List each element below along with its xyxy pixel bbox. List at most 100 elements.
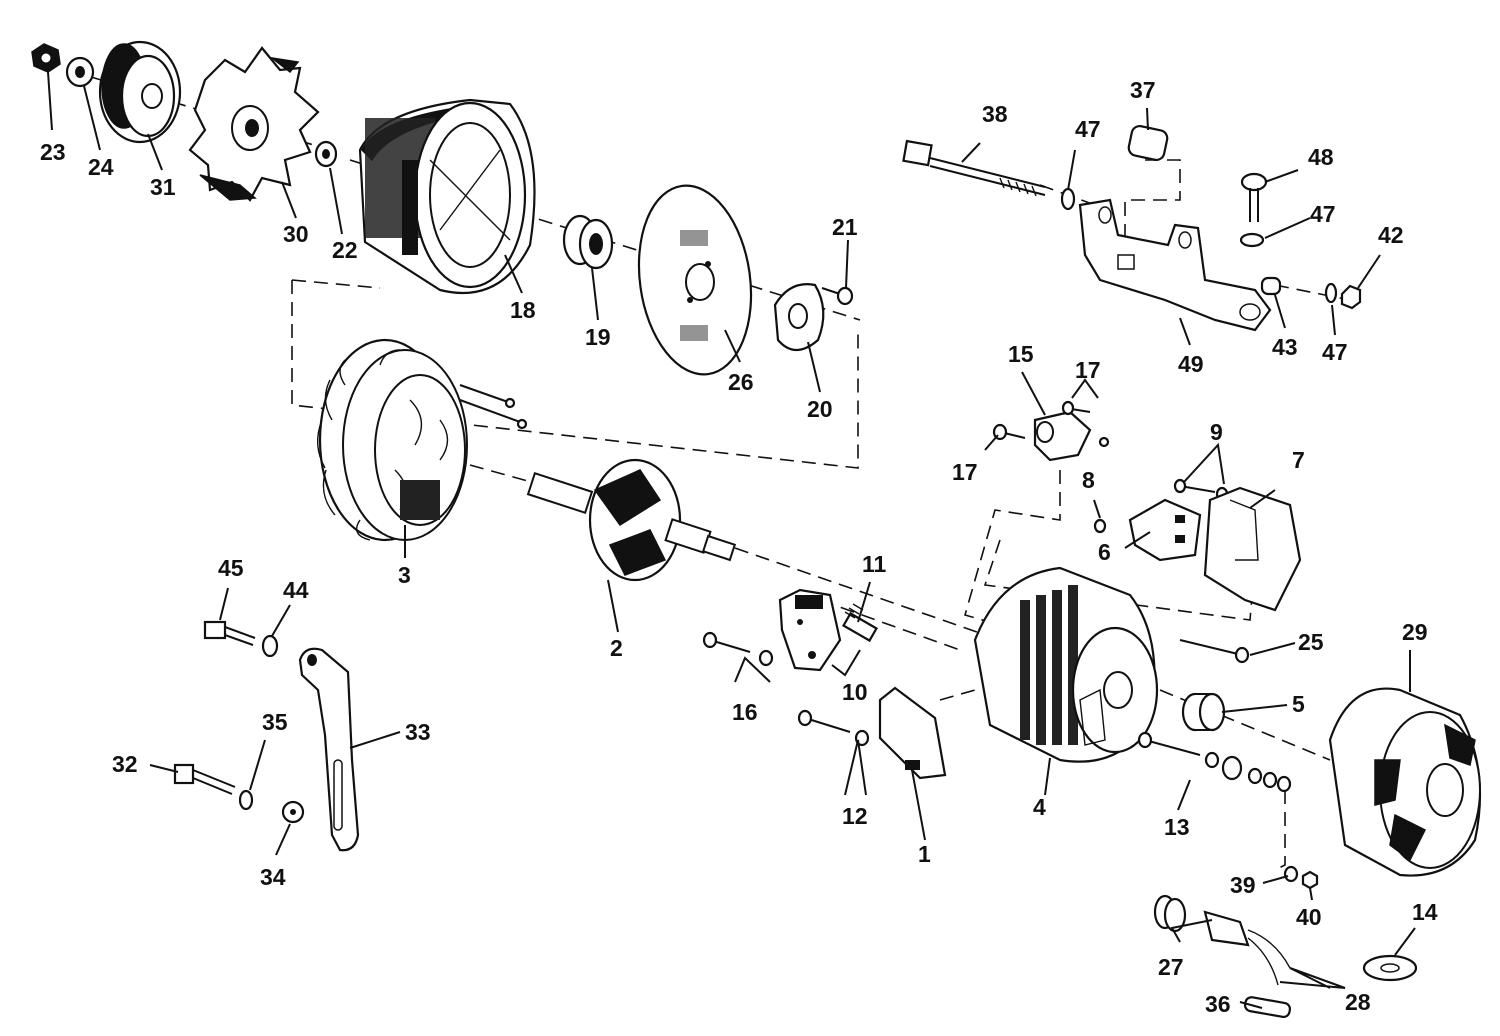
callout-17-left: 17 [952, 459, 978, 485]
screw-8 [1093, 518, 1107, 534]
callout-47-mid: 47 [1310, 201, 1336, 227]
bearing-plate-20 [773, 283, 825, 352]
end-frame-29 [1328, 687, 1482, 877]
callout-5: 5 [1292, 691, 1305, 717]
leader-lines [47, 71, 1416, 1009]
callout-27: 27 [1158, 954, 1184, 980]
callout-15: 15 [1008, 341, 1034, 367]
bearing-5 [1181, 692, 1226, 732]
screws-16 [702, 631, 774, 667]
callout-40: 40 [1296, 904, 1322, 930]
callout-11: 11 [862, 551, 887, 577]
grommet-27 [1153, 894, 1187, 933]
callout-49: 49 [1178, 351, 1204, 377]
callout-43: 43 [1272, 334, 1298, 360]
callout-9: 9 [1210, 419, 1223, 445]
pulley-31 [98, 40, 182, 144]
callout-39: 39 [1230, 872, 1256, 898]
callout-2: 2 [610, 635, 623, 661]
washer-44 [261, 634, 279, 658]
rectifier-1 [878, 686, 947, 780]
callout-1: 1 [918, 841, 931, 867]
bolt-38 [902, 139, 1046, 197]
regulator-6 [1128, 498, 1202, 562]
washer-14 [1362, 954, 1418, 982]
callout-37: 37 [1130, 77, 1156, 103]
callout-7: 7 [1292, 447, 1305, 473]
rotor-2 [526, 458, 737, 582]
callout-8: 8 [1082, 467, 1095, 493]
callout-23: 23 [40, 139, 66, 165]
callout-13: 13 [1164, 814, 1190, 840]
bushing-43 [1260, 276, 1282, 296]
callout-25: 25 [1298, 629, 1324, 655]
bracket-49 [1078, 198, 1272, 332]
callout-12: 12 [842, 803, 868, 829]
callout-17-top: 17 [1075, 357, 1101, 383]
washer-34 [281, 800, 305, 824]
nut-23 [31, 43, 61, 73]
callout-22: 22 [332, 237, 358, 263]
screw-21 [821, 286, 854, 306]
callout-4: 4 [1033, 794, 1046, 820]
washer-47-c [1324, 282, 1338, 304]
callout-47-top: 47 [1075, 116, 1101, 142]
callout-21: 21 [832, 214, 858, 240]
callout-16: 16 [732, 699, 758, 725]
washer-24 [65, 56, 95, 88]
regulator-cover-7 [1203, 486, 1302, 612]
callout-18: 18 [510, 297, 536, 323]
screws-17 [992, 400, 1091, 441]
washer-35 [238, 789, 254, 811]
rear-housing-4 [973, 566, 1159, 763]
callout-48: 48 [1308, 144, 1334, 170]
callout-44: 44 [283, 577, 309, 603]
plug-28 [1203, 910, 1291, 986]
callout-42: 42 [1378, 222, 1404, 248]
callout-14: 14 [1412, 899, 1438, 925]
callout-numbers: 23 24 31 30 22 18 19 26 20 21 3 2 11 10 … [40, 77, 1438, 1017]
stator-3 [317, 338, 528, 542]
callout-20: 20 [807, 396, 833, 422]
bearing-19 [562, 214, 614, 270]
callout-6: 6 [1098, 539, 1111, 565]
callout-35: 35 [262, 709, 288, 735]
regulator-connector-15 [1033, 410, 1110, 462]
callout-3: 3 [398, 562, 411, 588]
callout-24: 24 [88, 154, 114, 180]
bolt-32 [173, 763, 236, 795]
nuts-39-40 [1283, 865, 1319, 890]
fan-30 [188, 46, 320, 202]
washer-47-b [1239, 232, 1265, 248]
callout-34: 34 [260, 864, 286, 890]
callout-10: 10 [842, 679, 868, 705]
terminal-stud-13 [1137, 731, 1292, 793]
retainer-plate-26 [637, 184, 753, 376]
callout-19: 19 [585, 324, 611, 350]
callout-26: 26 [728, 369, 754, 395]
callout-29: 29 [1402, 619, 1428, 645]
adjusting-strap-33 [298, 647, 360, 852]
bolt-48 [1240, 172, 1268, 222]
callout-38: 38 [982, 101, 1008, 127]
callout-33: 33 [405, 719, 431, 745]
brush-holder-10 [778, 588, 842, 672]
sleeve-37 [1127, 124, 1169, 162]
callout-30: 30 [283, 221, 309, 247]
callout-45: 45 [218, 555, 244, 581]
callout-32: 32 [112, 751, 138, 777]
brush-spring-11 [842, 603, 878, 643]
bolt-45 [203, 620, 256, 646]
washer-47-a [1060, 187, 1076, 211]
callout-31: 31 [150, 174, 176, 200]
front-housing-18 [358, 98, 536, 295]
callout-47-right: 47 [1322, 339, 1348, 365]
bolt-25 [1179, 639, 1250, 664]
callout-28: 28 [1345, 989, 1371, 1015]
assembly-guide-lines [87, 75, 1351, 871]
callout-36: 36 [1205, 991, 1231, 1017]
nut-42 [1340, 284, 1362, 310]
spacer-22 [314, 140, 338, 168]
pin-36 [1243, 996, 1292, 1019]
